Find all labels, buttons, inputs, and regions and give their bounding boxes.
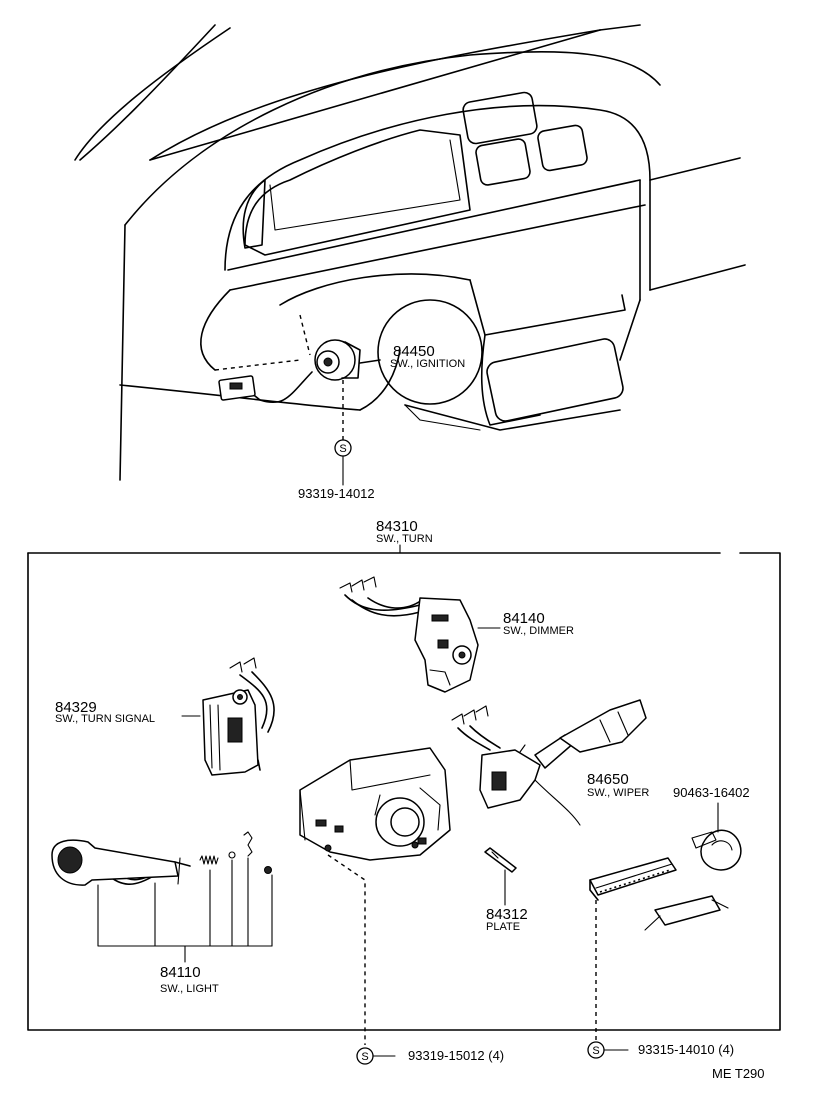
column-screw-code: 93319-15012 (4) bbox=[408, 1048, 504, 1063]
connector-screw-code: 93315-14010 (4) bbox=[638, 1042, 734, 1057]
ignition-part-number: 84450 bbox=[393, 343, 435, 360]
turn-part-description: SW., TURN bbox=[376, 533, 433, 545]
ignition-switch-drawing bbox=[218, 339, 361, 404]
clamp-part-number: 90463-16402 bbox=[673, 785, 750, 800]
wiper-part-description: SW., WIPER bbox=[587, 787, 649, 799]
wiper-switch-drawing bbox=[451, 699, 647, 809]
assembly-frame bbox=[27, 544, 781, 1031]
screw-symbol-connector: S bbox=[587, 1041, 605, 1059]
ignition-screw-code: 93319-14012 bbox=[298, 486, 375, 501]
wiper-part-number: 84650 bbox=[587, 771, 629, 788]
turn-signal-part-description: SW., TURN SIGNAL bbox=[55, 713, 155, 725]
connector-drawing bbox=[589, 857, 729, 931]
screw-symbol-column: S bbox=[356, 1047, 374, 1065]
turn-signal-switch-drawing bbox=[202, 657, 275, 776]
column-housing-drawing bbox=[299, 747, 451, 861]
dimmer-switch-drawing bbox=[339, 576, 479, 693]
dimmer-part-number: 84140 bbox=[503, 610, 545, 627]
light-part-description: SW., LIGHT bbox=[160, 983, 219, 995]
screw-symbol-text: S bbox=[592, 1045, 599, 1057]
screw-symbol-text: S bbox=[339, 443, 346, 455]
turn-signal-part-number: 84329 bbox=[55, 699, 97, 716]
plate-part-description: PLATE bbox=[486, 921, 520, 933]
screw-symbol-text: S bbox=[361, 1051, 368, 1063]
screw-symbol-ignition: S bbox=[334, 439, 352, 457]
dimmer-part-description: SW., DIMMER bbox=[503, 625, 574, 637]
light-part-number: 84110 bbox=[160, 964, 201, 981]
light-switch-leaders bbox=[97, 857, 273, 963]
footer-code: ME T290 bbox=[712, 1066, 765, 1081]
light-switch-drawing bbox=[51, 831, 272, 886]
turn-part-number: 84310 bbox=[376, 518, 418, 535]
plate-drawing bbox=[484, 847, 517, 873]
plate-part-number: 84312 bbox=[486, 906, 528, 923]
ignition-part-description: SW., IGNITION bbox=[390, 358, 465, 370]
clamp-drawing bbox=[691, 829, 742, 871]
dashboard-illustration bbox=[74, 24, 746, 486]
